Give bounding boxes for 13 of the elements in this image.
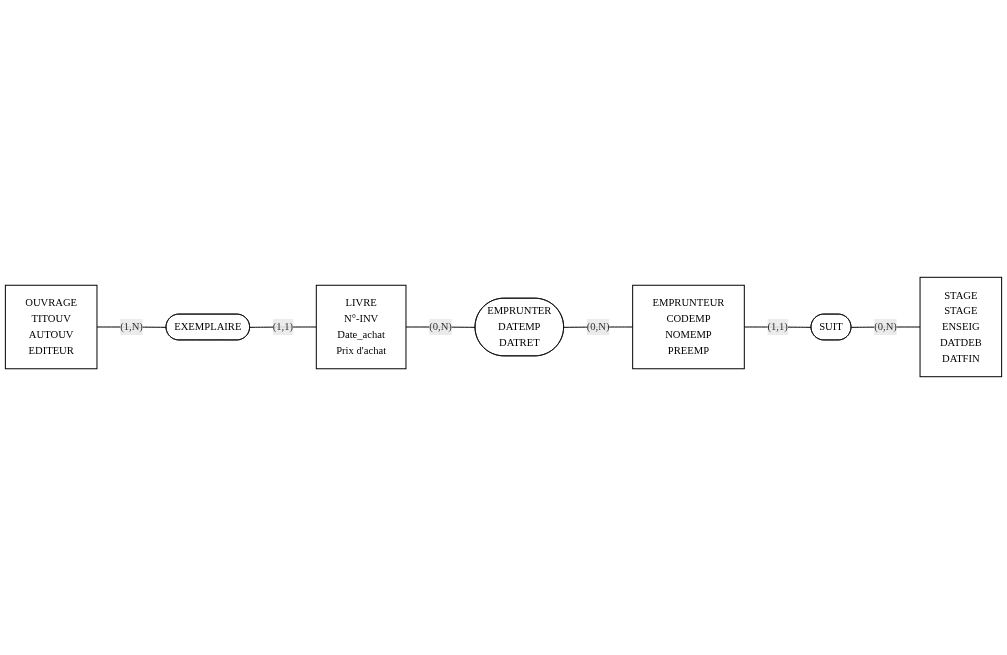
node-box: EMPRUNTEUR CODEMP NOMEMP PREEMP [632, 285, 745, 370]
edge-label: (1,N) [120, 321, 143, 333]
node-box: STAGE STAGE ENSEIG DATDEB DATFIN [919, 277, 1003, 378]
edge-label: (1,1) [272, 321, 294, 333]
edge-label: (0,N) [586, 321, 610, 333]
node-box: OUVRAGE TITOUV AUTOUV EDITEUR [4, 285, 98, 370]
node-box: LIVRE N°-INV Date_achat Prix d'achat [315, 285, 407, 370]
connector [96, 327, 167, 329]
edge-label: (0,N) [874, 321, 897, 333]
connector [743, 327, 812, 329]
edge-label: (1,1) [767, 321, 788, 333]
edge-label: (0,N) [429, 321, 452, 333]
connector [249, 327, 317, 329]
